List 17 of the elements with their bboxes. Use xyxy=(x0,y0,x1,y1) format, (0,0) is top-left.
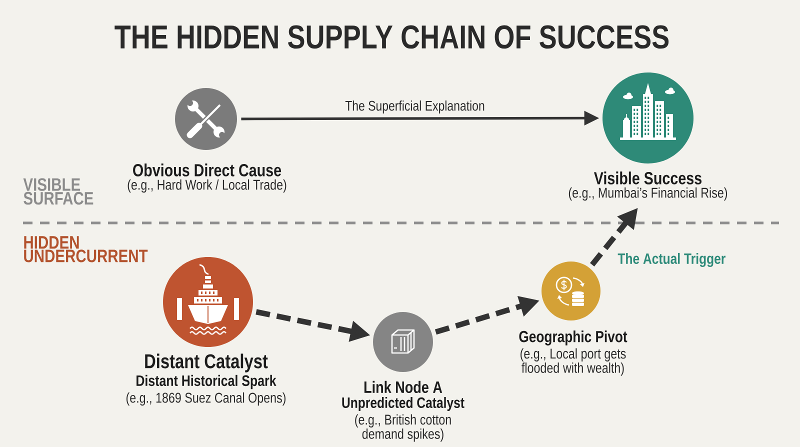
node-title: Geographic Pivot xyxy=(519,330,628,346)
node-description: (e.g., Mumbai’s Financial Rise) xyxy=(568,187,728,201)
node-description: (e.g., British cotton demand spikes) xyxy=(355,414,451,442)
node-title: Visible Success xyxy=(594,172,702,184)
node-title: Distant Catalyst xyxy=(145,354,268,372)
edge-label: The Actual Trigger xyxy=(616,251,728,268)
title: THE HIDDEN SUPPLY CHAIN OF SUCCESS xyxy=(114,25,669,49)
node-description: (e.g., Local port gets flooded with wealth) xyxy=(520,348,626,376)
node-description: (e.g., Hard Work / Local Trade) xyxy=(128,179,286,193)
node-title: Link Node A xyxy=(364,380,442,394)
node-subtitle: Distant Historical Spark xyxy=(136,374,276,390)
node-subtitle: Unpredicted Catalyst xyxy=(342,397,464,411)
section-label: VISIBLE SURFACE xyxy=(23,178,94,205)
section-label: HIDDEN UNDERCURRENT xyxy=(24,236,148,262)
node-description: (e.g., 1869 Suez Canal Opens) xyxy=(126,392,286,406)
edge-label: The Superficial Explanation xyxy=(344,98,486,116)
node-title: Obvious Direct Cause xyxy=(133,164,282,176)
